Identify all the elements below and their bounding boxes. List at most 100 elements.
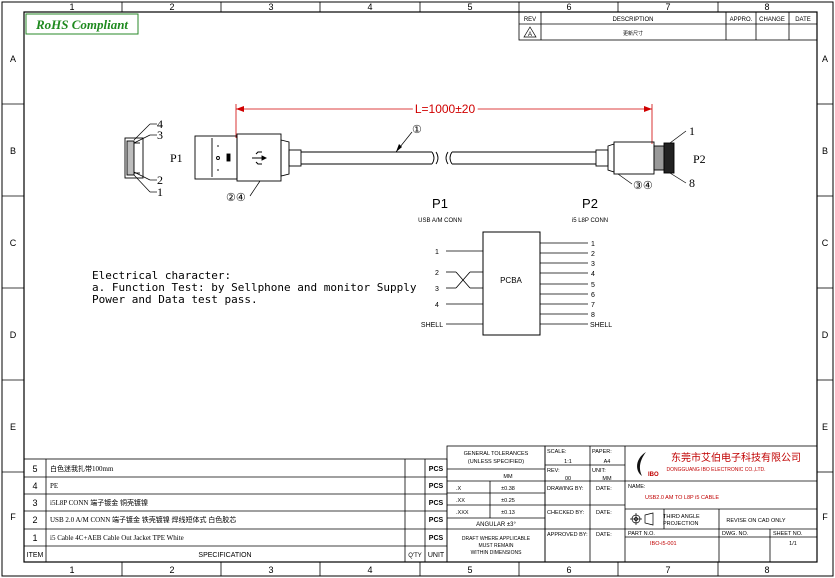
scale-value: 1:1 — [564, 459, 572, 465]
checked-date-label: DATE: — [596, 510, 612, 516]
right-pin-label: SHELL — [590, 322, 612, 329]
checked-by-label: CHECKED BY: — [547, 510, 584, 516]
bom-table-grid — [23, 458, 448, 563]
bom-header-qty: Q'TY — [408, 553, 421, 559]
logo-mark-icon — [637, 452, 646, 476]
tolerance-footer-1: DRAFT WHERE APPLICABLE — [462, 536, 531, 542]
col-label: 5 — [467, 2, 472, 12]
schematic-p1-subtitle: USB A/M CONN — [418, 218, 462, 224]
rohs-badge — [25, 13, 139, 35]
paper-label: PAPER: — [592, 449, 612, 455]
title-block-grid — [544, 445, 818, 563]
revision-letter: A — [528, 32, 532, 38]
col-label: 4 — [367, 2, 372, 12]
left-pin-label: 2 — [435, 270, 439, 277]
row-label: D — [10, 330, 17, 340]
col-label: 1 — [69, 565, 74, 575]
approved-by-label: APPROVED BY: — [547, 532, 588, 538]
row-label: F — [10, 512, 16, 522]
tolerance-angular: ANGULAR ±3° — [476, 522, 516, 528]
right-pin-label: 7 — [591, 302, 595, 309]
p2-callout: ③④ — [633, 180, 653, 192]
bom-item-number: 3 — [32, 498, 37, 508]
tolerance-value: ±0.13 — [501, 510, 515, 516]
col-label: 3 — [268, 2, 273, 12]
bom-header-spec: SPECIFICATION — [198, 552, 251, 559]
projection-line-1: THIRD ANGLE — [663, 514, 700, 520]
col-label: 7 — [665, 2, 670, 12]
col-label: 4 — [367, 565, 372, 575]
change-header: CHANGE — [759, 17, 785, 23]
tolerance-footer-3: WITHIN DIMENSIONS — [471, 550, 522, 556]
column-labels-bottom: 1 2 3 4 5 6 7 8 — [69, 565, 769, 575]
row-label: C — [822, 238, 829, 248]
row-label: E — [822, 422, 828, 432]
bom-spec: 白色迷我扎带100mm — [50, 464, 114, 473]
left-pin-labels: 1 2 3 4 SHELL — [421, 249, 443, 329]
p1-connector-label: P1 — [170, 151, 183, 165]
tolerance-title: GENERAL TOLERANCES — [464, 451, 529, 457]
wiring-schematic: P1 USB A/M CONN P2 i5 L8P CONN PCBA 1 2 … — [418, 196, 612, 336]
row-label: F — [822, 512, 828, 522]
row-label: C — [10, 238, 17, 248]
row-label: D — [822, 330, 829, 340]
tolerance-footer-2: MUST REMAIN — [479, 543, 514, 549]
cable-body — [301, 151, 596, 165]
row-label: B — [10, 146, 16, 156]
bom-item-number: 2 — [32, 515, 37, 525]
unit-value: MM — [602, 476, 612, 482]
left-pin-label: SHELL — [421, 322, 443, 329]
col-label: 3 — [268, 565, 273, 575]
revision-table-headers: REV DESCRIPTION APPRO. CHANGE DATE — [524, 17, 811, 23]
p2-pin-8: 8 — [689, 176, 695, 190]
bom-unit: PCS — [429, 517, 444, 524]
company-name-cn: 东莞市艾伯电子科技有限公司 — [671, 451, 801, 464]
col-label: 8 — [764, 2, 769, 12]
bom-unit: PCS — [429, 535, 444, 542]
bom-unit: PCS — [429, 466, 444, 473]
p1-pin-1: 1 — [157, 185, 163, 199]
bom-spec: USB 2.0 A/M CONN 端子镀金 铁壳镀镍 焊线短体式 白色胶芯 — [50, 515, 236, 524]
tolerance-value: ±0.25 — [501, 498, 515, 504]
schematic-p2-subtitle: i5 L8P CONN — [572, 218, 608, 224]
bom-header-unit: UNIT — [428, 552, 445, 559]
revise-note: REVISE ON CAD ONLY — [726, 518, 786, 524]
right-pin-label: 5 — [591, 282, 595, 289]
left-pin-label: 4 — [435, 302, 439, 309]
tolerance-key: .XX — [456, 498, 465, 504]
dwg-label: DWG. NO. — [722, 531, 749, 537]
column-labels-top: 1 2 3 4 5 6 7 8 — [69, 2, 769, 12]
p1-callout: ②④ — [226, 192, 246, 204]
tolerance-value: ±0.38 — [501, 486, 515, 492]
tolerance-key: .X — [456, 486, 462, 492]
note-line-1: Electrical character: — [92, 269, 231, 282]
bom-headers: ITEM SPECIFICATION Q'TY UNIT — [27, 552, 445, 559]
note-line-3: Power and Data test pass. — [92, 293, 258, 306]
right-pin-label: 1 — [591, 241, 595, 248]
tolerance-key: .XXX — [456, 510, 469, 516]
paper-value: A4 — [604, 459, 611, 465]
name-label: NAME: — [628, 484, 646, 490]
right-pin-label: 2 — [591, 251, 595, 258]
bom-rows: 5 白色迷我扎带100mm PCS 4 PE PCS 3 i5L8P CONN … — [32, 464, 443, 543]
name-value: USB2.0 AM TO L8P i5 CABLE — [645, 495, 719, 501]
bom-item-number: 1 — [32, 533, 37, 543]
drawing-date-label: DATE: — [596, 486, 612, 492]
title-block-text: SCALE: 1:1 PAPER: A4 REV: 00 UNIT: MM DR… — [547, 449, 803, 547]
lightning-connector — [595, 141, 675, 175]
projection-line-2: PROJECTION — [663, 521, 698, 527]
p2-pin-leaders — [669, 130, 687, 184]
left-pin-label: 1 — [435, 249, 439, 256]
row-label: A — [822, 54, 828, 64]
p1-pin-leaders — [133, 123, 157, 193]
rev-value: 00 — [565, 476, 571, 482]
row-label: A — [10, 54, 16, 64]
rev-header: REV — [524, 17, 536, 23]
unit-label: UNIT: — [592, 468, 606, 474]
revision-triangle-icon: A — [523, 26, 537, 38]
right-pin-label: 8 — [591, 312, 595, 319]
bom-item-number: 5 — [32, 464, 37, 474]
bom-spec: PE — [50, 482, 58, 490]
